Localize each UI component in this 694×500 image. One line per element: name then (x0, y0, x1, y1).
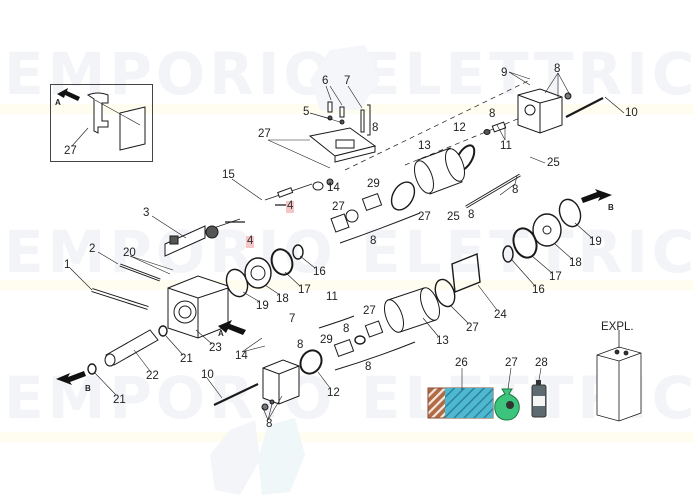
detail-inset-box (50, 84, 153, 162)
part-callout-c4b: 4 (246, 235, 255, 248)
part-callout-c11b: 11 (326, 291, 338, 303)
part-callout-c28: 28 (535, 357, 548, 369)
part-callout-c11a: 11 (500, 140, 512, 152)
part-callout-c15: 15 (222, 169, 235, 181)
part-end-block-lower (262, 359, 300, 405)
part-callout-c4a: 4 (286, 200, 295, 213)
part-callout-c1: 1 (64, 259, 71, 271)
part-callout-c9: 9 (501, 67, 508, 79)
arrow-label-b-right: B (608, 203, 614, 212)
part-callout-c8d: 8 (512, 184, 519, 196)
part-callout-c27b: 27 (332, 201, 345, 213)
part-callout-c6: 6 (322, 75, 329, 87)
part-callout-c23: 23 (209, 342, 222, 354)
part-callout-c26: 26 (455, 357, 468, 369)
part-callout-c7b: 7 (289, 313, 296, 325)
part-callout-c2: 2 (89, 243, 96, 255)
part-callout-c5: 5 (303, 106, 310, 118)
arrow-label-b-left: B (85, 384, 91, 393)
part-callout-c7: 7 (344, 75, 351, 87)
part-callout-c13a: 13 (418, 140, 431, 152)
part-callout-c27f: 27 (505, 357, 518, 369)
part-callout-c16b: 16 (532, 284, 545, 296)
part-callout-c8f: 8 (370, 235, 377, 247)
part-gear-motor (164, 225, 219, 257)
part-callout-c17a: 17 (298, 284, 311, 296)
arrow-label-a-main: A (218, 329, 224, 338)
part-callout-c14a: 14 (327, 182, 340, 194)
part-callout-c12b: 12 (327, 387, 340, 399)
part-callout-c8a: 8 (372, 122, 379, 134)
part-cylinder-top (413, 147, 466, 195)
part-callout-cexpl: EXPL. (601, 321, 634, 333)
part-callout-c25b: 25 (447, 211, 460, 223)
arrow-a-main (218, 320, 246, 335)
inset-label: 27 (64, 145, 77, 157)
part-callout-c8b: 8 (554, 63, 561, 75)
part-callout-c8h: 8 (297, 339, 304, 351)
watermark-band-3 (0, 432, 694, 442)
arrow-b-left (56, 371, 86, 385)
part-callout-c3: 3 (143, 207, 150, 219)
part-bracket-plate (308, 127, 377, 163)
part-callout-c24: 24 (494, 309, 507, 321)
part-callout-c21a: 21 (180, 353, 193, 365)
part-callout-c16a: 16 (313, 266, 326, 278)
part-callout-c14b: 14 (235, 350, 248, 362)
part-callout-c8i: 8 (365, 361, 372, 373)
part-callout-c18b: 18 (569, 257, 582, 269)
part-callout-c20: 20 (123, 247, 136, 259)
part-callout-c8g: 8 (343, 323, 350, 335)
part-callout-c27c: 27 (418, 211, 431, 223)
watermark-band-2 (0, 280, 694, 290)
part-callout-c29a: 29 (367, 178, 380, 190)
part-callout-c8j: 8 (266, 418, 273, 430)
part-callout-c8e: 8 (468, 209, 475, 221)
part-callout-c10a: 10 (625, 107, 638, 119)
inset-part-brackets (71, 92, 146, 151)
part-callout-c21b: 21 (113, 394, 126, 406)
part-callout-c22: 22 (146, 370, 159, 382)
part-callout-c8c: 8 (489, 108, 496, 120)
part-callout-c27e: 27 (363, 305, 376, 317)
part-callout-c19a: 19 (256, 300, 269, 312)
part-piston (104, 329, 159, 367)
part-callout-c29b: 29 (320, 334, 333, 346)
part-end-block-top (517, 88, 563, 134)
part-cylinder-lower (383, 287, 441, 333)
arrow-b-right (581, 189, 612, 203)
part-callout-c12a: 12 (453, 122, 466, 134)
part-callout-c18a: 18 (276, 293, 289, 305)
arrow-a-inset (57, 88, 80, 101)
part-callout-c27a: 27 (258, 128, 271, 140)
part-callout-c10b: 10 (201, 369, 214, 381)
watermark-text: EMPORIO ELETTRICO (4, 364, 694, 432)
part-callout-c19b: 19 (589, 236, 602, 248)
part-callout-c27d: 27 (466, 322, 479, 334)
watermark-text: EMPORIO ELETTRICO (4, 218, 694, 286)
part-callout-c17b: 17 (549, 271, 562, 283)
part-assembled-unit (596, 330, 642, 422)
arrow-label-a-inset: A (55, 98, 61, 107)
part-callout-c25a: 25 (547, 157, 560, 169)
part-callout-c13b: 13 (436, 335, 449, 347)
